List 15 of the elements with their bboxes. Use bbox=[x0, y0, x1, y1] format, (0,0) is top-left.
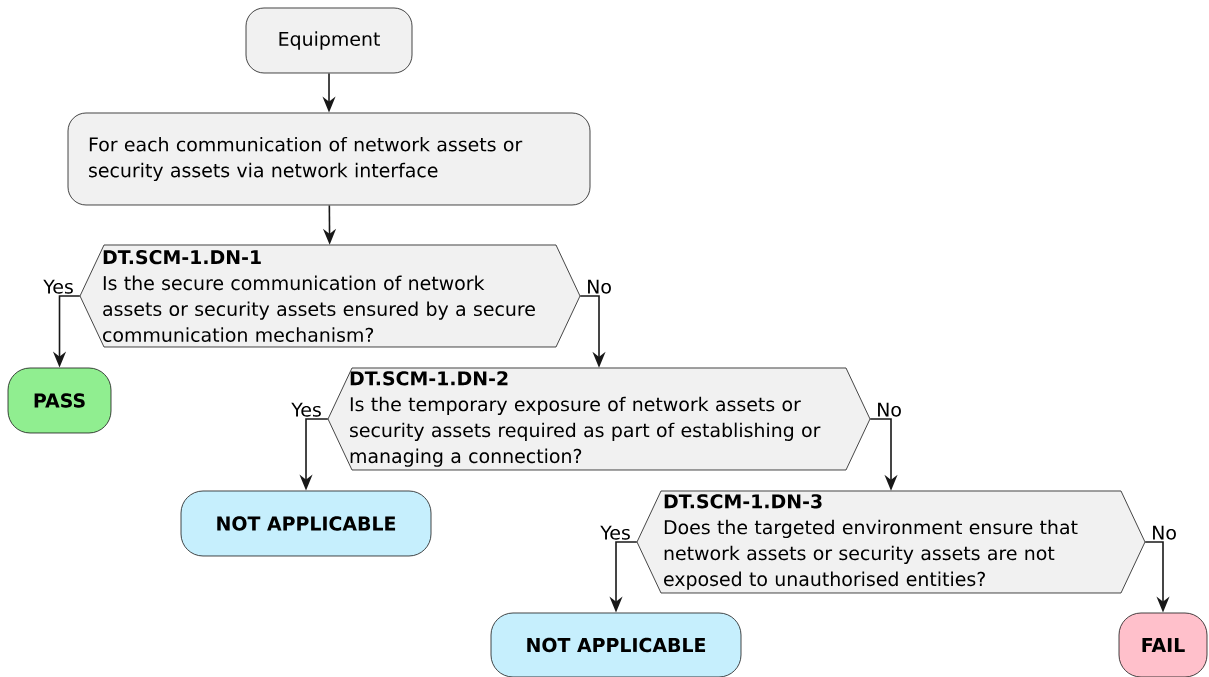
edge-label: Yes bbox=[291, 402, 321, 417]
edge-label: No bbox=[588, 279, 611, 294]
result-box: FAIL bbox=[1118, 612, 1208, 677]
action-box: For each communication of network assets or security assets via network interface bbox=[67, 112, 591, 206]
edge-label: No bbox=[878, 402, 901, 417]
decision-hexagon: DT.SCM-1.DN-2 Is the temporary exposure of network assets or security assets required as part of establishing or managing a connection? bbox=[327, 367, 871, 471]
decision-hexagon: DT.SCM-1.DN-1 Is the secure communication of network assets or security assets ensured by a secure communication mechanism? bbox=[79, 244, 581, 348]
edge-label: Yes bbox=[600, 525, 630, 540]
result-box: PASS bbox=[7, 367, 112, 434]
edge-label: Yes bbox=[43, 279, 73, 294]
result-box: NOT APPLICABLE bbox=[180, 490, 432, 557]
edge-label: No bbox=[1153, 525, 1176, 540]
action-box: Equipment bbox=[245, 7, 413, 74]
decision-hexagon: DT.SCM-1.DN-3 Does the targeted environment ensure that network assets or security assets are not exposed to unauthorised entities? bbox=[636, 490, 1146, 594]
result-box: NOT APPLICABLE bbox=[490, 612, 742, 677]
